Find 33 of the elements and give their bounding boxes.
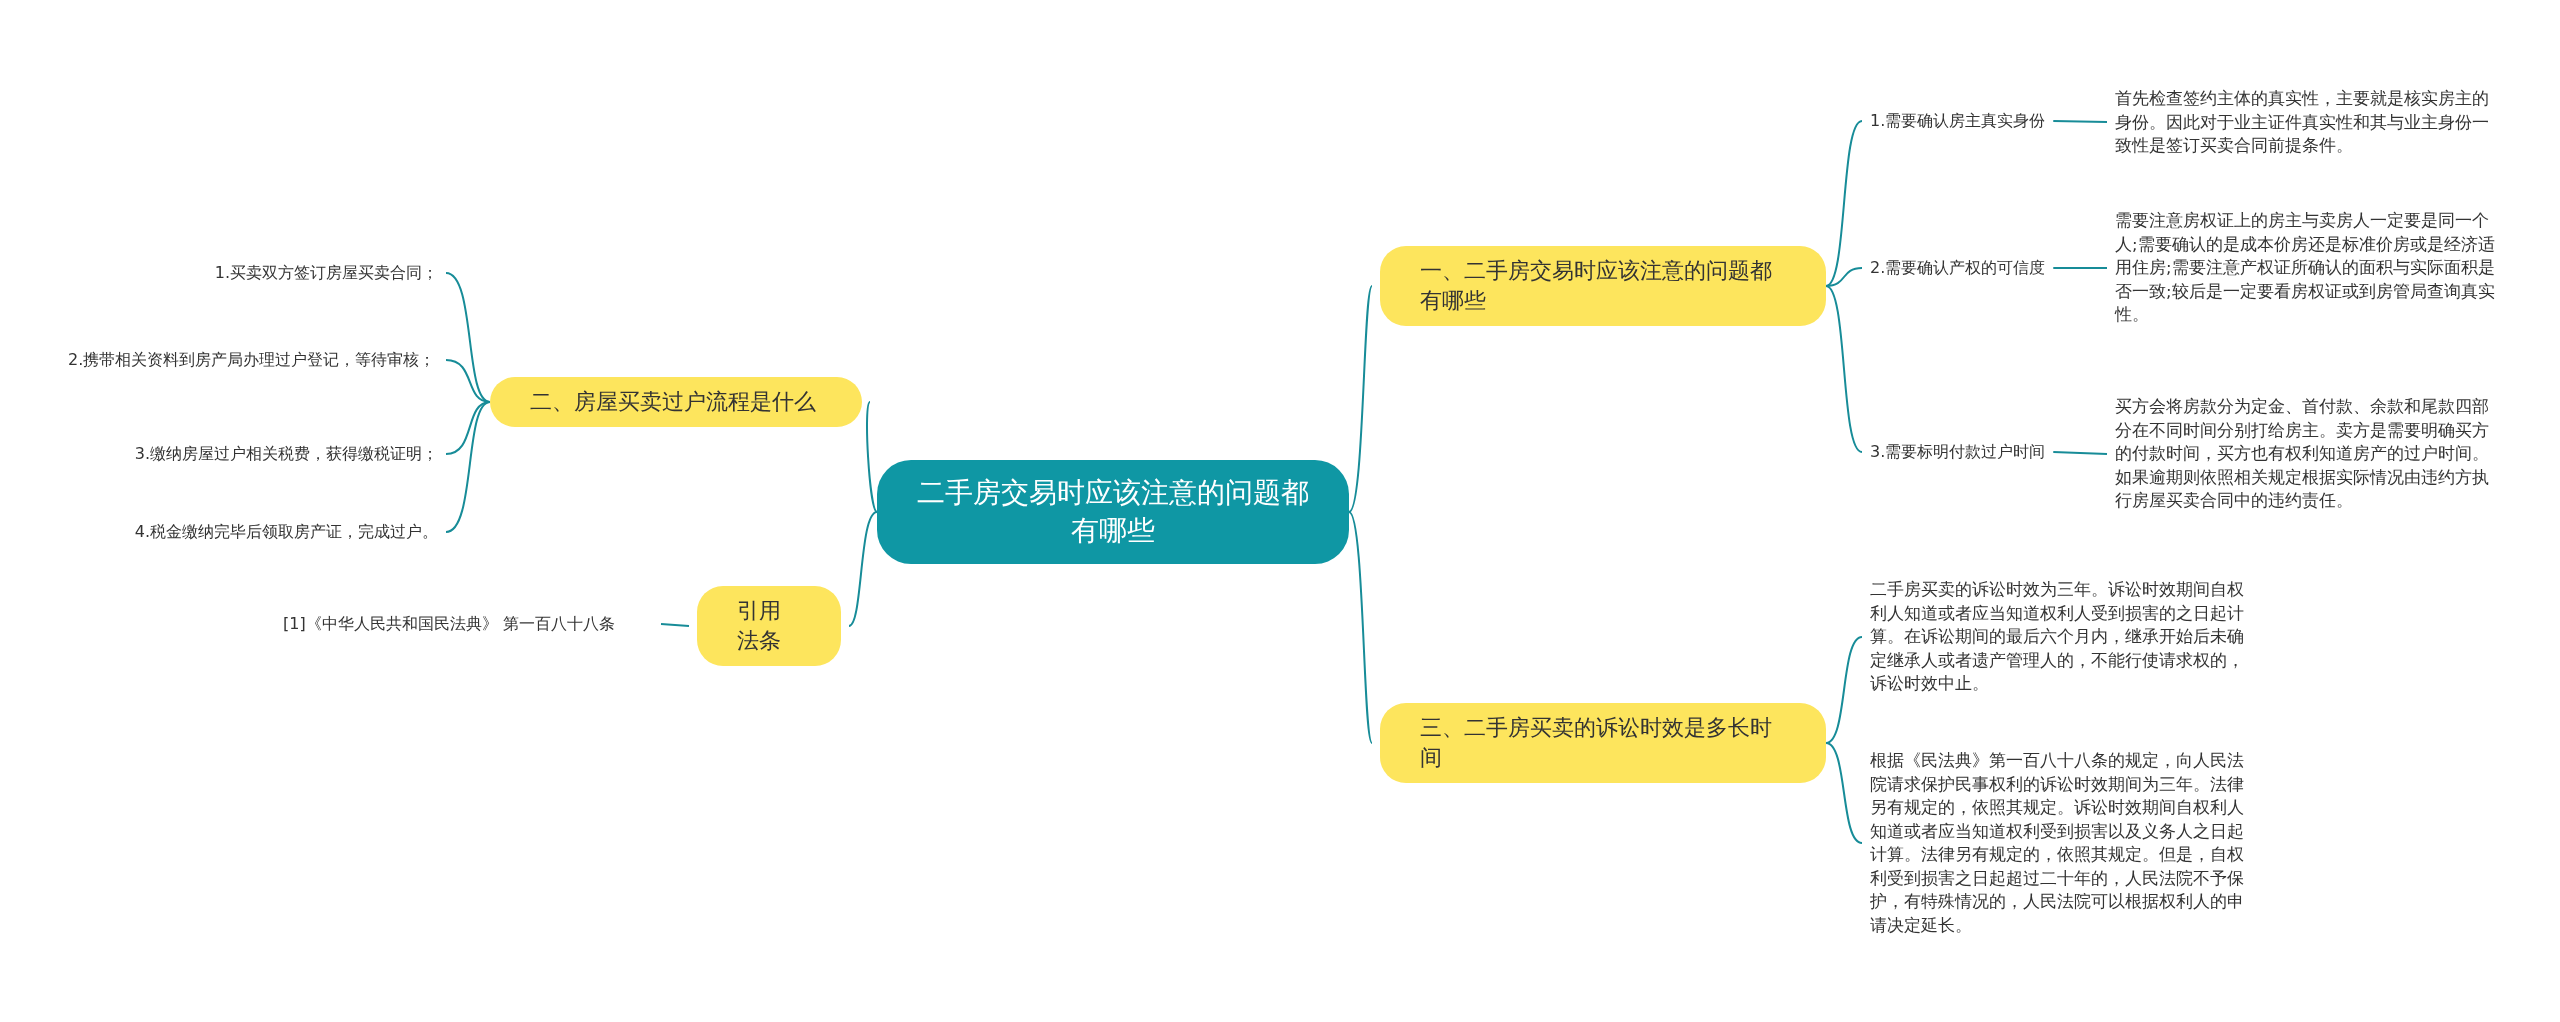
subtopic-text: 2.携带相关资料到房产局办理过户登记，等待审核； (68, 349, 438, 371)
detail-text: 根据《民法典》第一百八十八条的规定，向人民法院请求保护民事权利的诉讼时效期间为三年。法律另有规定的，依照其规定。诉讼时效期间自权利人知道或者应当知道权利受到损害以及义务人之日起计算。法律另有规定的，依照其规定。但是，自权利受到损害之日起超过二十年的，人民法院不予保护，有特殊情况的，人民法院可以根据权利人的申请决定延长。 (1870, 749, 2250, 937)
detail-text: 买方会将房款分为定金、首付款、余款和尾款四部分在不同时间分别打给房主。卖方是需要明确买方的付款时间，买方也有权利知道房产的过户时间。如果逾期则依照相关规定根据实际情况由违约方执行房屋买卖合同中的违约责任。 (2115, 395, 2495, 513)
subtopic-text: 4.税金缴纳完毕后领取房产证，完成过户。 (134, 521, 438, 543)
topic-bubble: 一、二手房交易时应该注意的问题都有哪些 (1380, 246, 1826, 326)
connector-line (1825, 120, 1863, 287)
connector-line (660, 623, 690, 627)
connector-line (445, 401, 491, 533)
connector-line (866, 401, 878, 513)
connector-line (1825, 285, 1863, 453)
topic-bubble: 二、房屋买卖过户流程是什么 (490, 377, 862, 427)
topic-bubble: 三、二手房买卖的诉讼时效是多长时间 (1380, 703, 1826, 783)
connector-line (2052, 451, 2108, 455)
subtopic-text: 3.需要标明付款过户时间 (1870, 441, 2046, 463)
detail-text: 二手房买卖的诉讼时效为三年。诉讼时效期间自权利人知道或者应当知道权利人受到损害的之日起计算。在诉讼期间的最后六个月内，继承开始后未确定继承人或者遗产管理人的，不能行使请求权的，诉讼时效中止。 (1870, 578, 2250, 696)
detail-text: 需要注意房权证上的房主与卖房人一定要是同一个人;需要确认的是成本价房还是标准价房或是经济适用住房;需要注意产权证所确认的面积与实际面积是否一致;较后是一定要看房权证或到房管局查询真实性。 (2115, 209, 2495, 327)
subtopic-text: 1.需要确认房主真实身份 (1870, 110, 2046, 132)
central-topic: 二手房交易时应该注意的问题都有哪些 (877, 460, 1349, 564)
connector-line (848, 511, 878, 627)
subtopic-text: 3.缴纳房屋过户相关税费，获得缴税证明； (134, 443, 438, 465)
subtopic-text: 2.需要确认产权的可信度 (1870, 257, 2046, 279)
connector-line (2052, 120, 2108, 123)
subtopic-text: 1.买卖双方签订房屋买卖合同； (214, 262, 438, 284)
connector-line (1825, 267, 1863, 287)
subtopic-text: [1]《中华人民共和国民法典》 第一百八十八条 (283, 613, 653, 635)
detail-text: 首先检查签约主体的真实性，主要就是核实房主的身份。因此对于业主证件真实性和其与业主身份一致性是签订买卖合同前提条件。 (2115, 86, 2495, 158)
connector-line (1348, 285, 1373, 513)
connector-line (1825, 742, 1863, 844)
connector-line (1825, 636, 1863, 744)
topic-bubble: 引用法条 (697, 586, 841, 666)
connector-line (1348, 511, 1373, 744)
connector-line (2052, 267, 2108, 269)
connector-line (445, 272, 491, 403)
